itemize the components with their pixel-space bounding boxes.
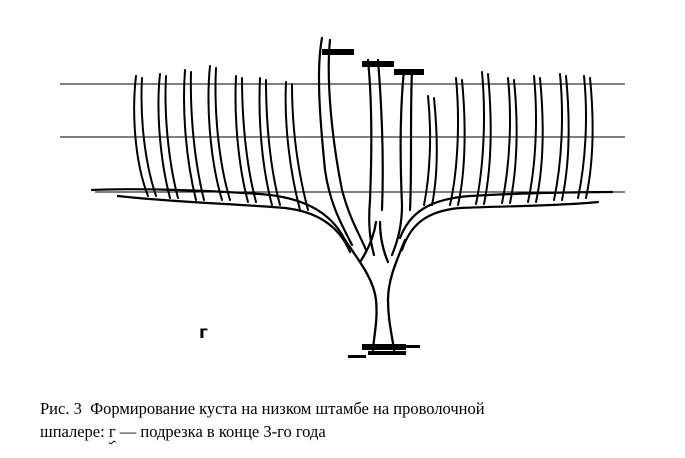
- caption-line-1: Рис. 3 Формирование куста на низком штам…: [40, 399, 485, 418]
- central-cane-3: [366, 58, 376, 257]
- shoot-l4: [207, 65, 231, 201]
- central-cane-2: [327, 38, 368, 252]
- caption-panel-letter: г: [108, 422, 116, 441]
- shoot-r3: [475, 71, 492, 205]
- panel-label: г: [199, 323, 208, 343]
- right-arm-lower: [400, 200, 600, 252]
- ground-mark-4: [404, 345, 420, 348]
- right-shoots: [423, 71, 594, 206]
- shoot-l1: [133, 75, 157, 197]
- left-shoots: [133, 65, 309, 211]
- shoot-l3: [183, 69, 205, 201]
- trunk-fork: [358, 220, 390, 264]
- ground-mark-3: [348, 355, 366, 358]
- shoot-r7: [577, 75, 594, 199]
- central-cane-1: [317, 36, 354, 247]
- figure-caption: Рис. 3 Формирование куста на низком штам…: [40, 397, 680, 443]
- shoot-r4: [501, 77, 518, 204]
- ground-mark-2: [368, 351, 406, 355]
- central-cane-4: [376, 58, 384, 212]
- caption-line-2: шпалере: г — подрезка в конце 3-го года: [40, 422, 326, 441]
- shoot-l7: [284, 81, 309, 211]
- trunk: [343, 220, 407, 352]
- shoot-l5: [234, 75, 257, 203]
- left-arm-upper: [90, 188, 347, 242]
- cut-mark-1: [322, 49, 354, 55]
- shoot-r1: [423, 95, 438, 206]
- cut-mark-3: [394, 69, 424, 75]
- ground-base: [348, 344, 420, 358]
- pruning-cut-marks: [322, 49, 424, 75]
- shoot-r5: [527, 75, 544, 203]
- ground-mark-1: [362, 344, 406, 350]
- shoot-l2: [157, 73, 179, 199]
- vine-diagram: г: [60, 36, 625, 358]
- central-cane-6: [408, 68, 414, 212]
- shoot-r6: [553, 73, 570, 201]
- central-canes: [317, 36, 414, 257]
- shoot-l6: [258, 77, 281, 206]
- trunk-right-edge: [386, 238, 407, 352]
- trunk-left-edge: [343, 238, 378, 352]
- cut-mark-2: [362, 61, 394, 67]
- shoot-r2: [449, 77, 466, 206]
- left-arm-lower: [116, 194, 352, 254]
- central-cane-5: [390, 68, 406, 257]
